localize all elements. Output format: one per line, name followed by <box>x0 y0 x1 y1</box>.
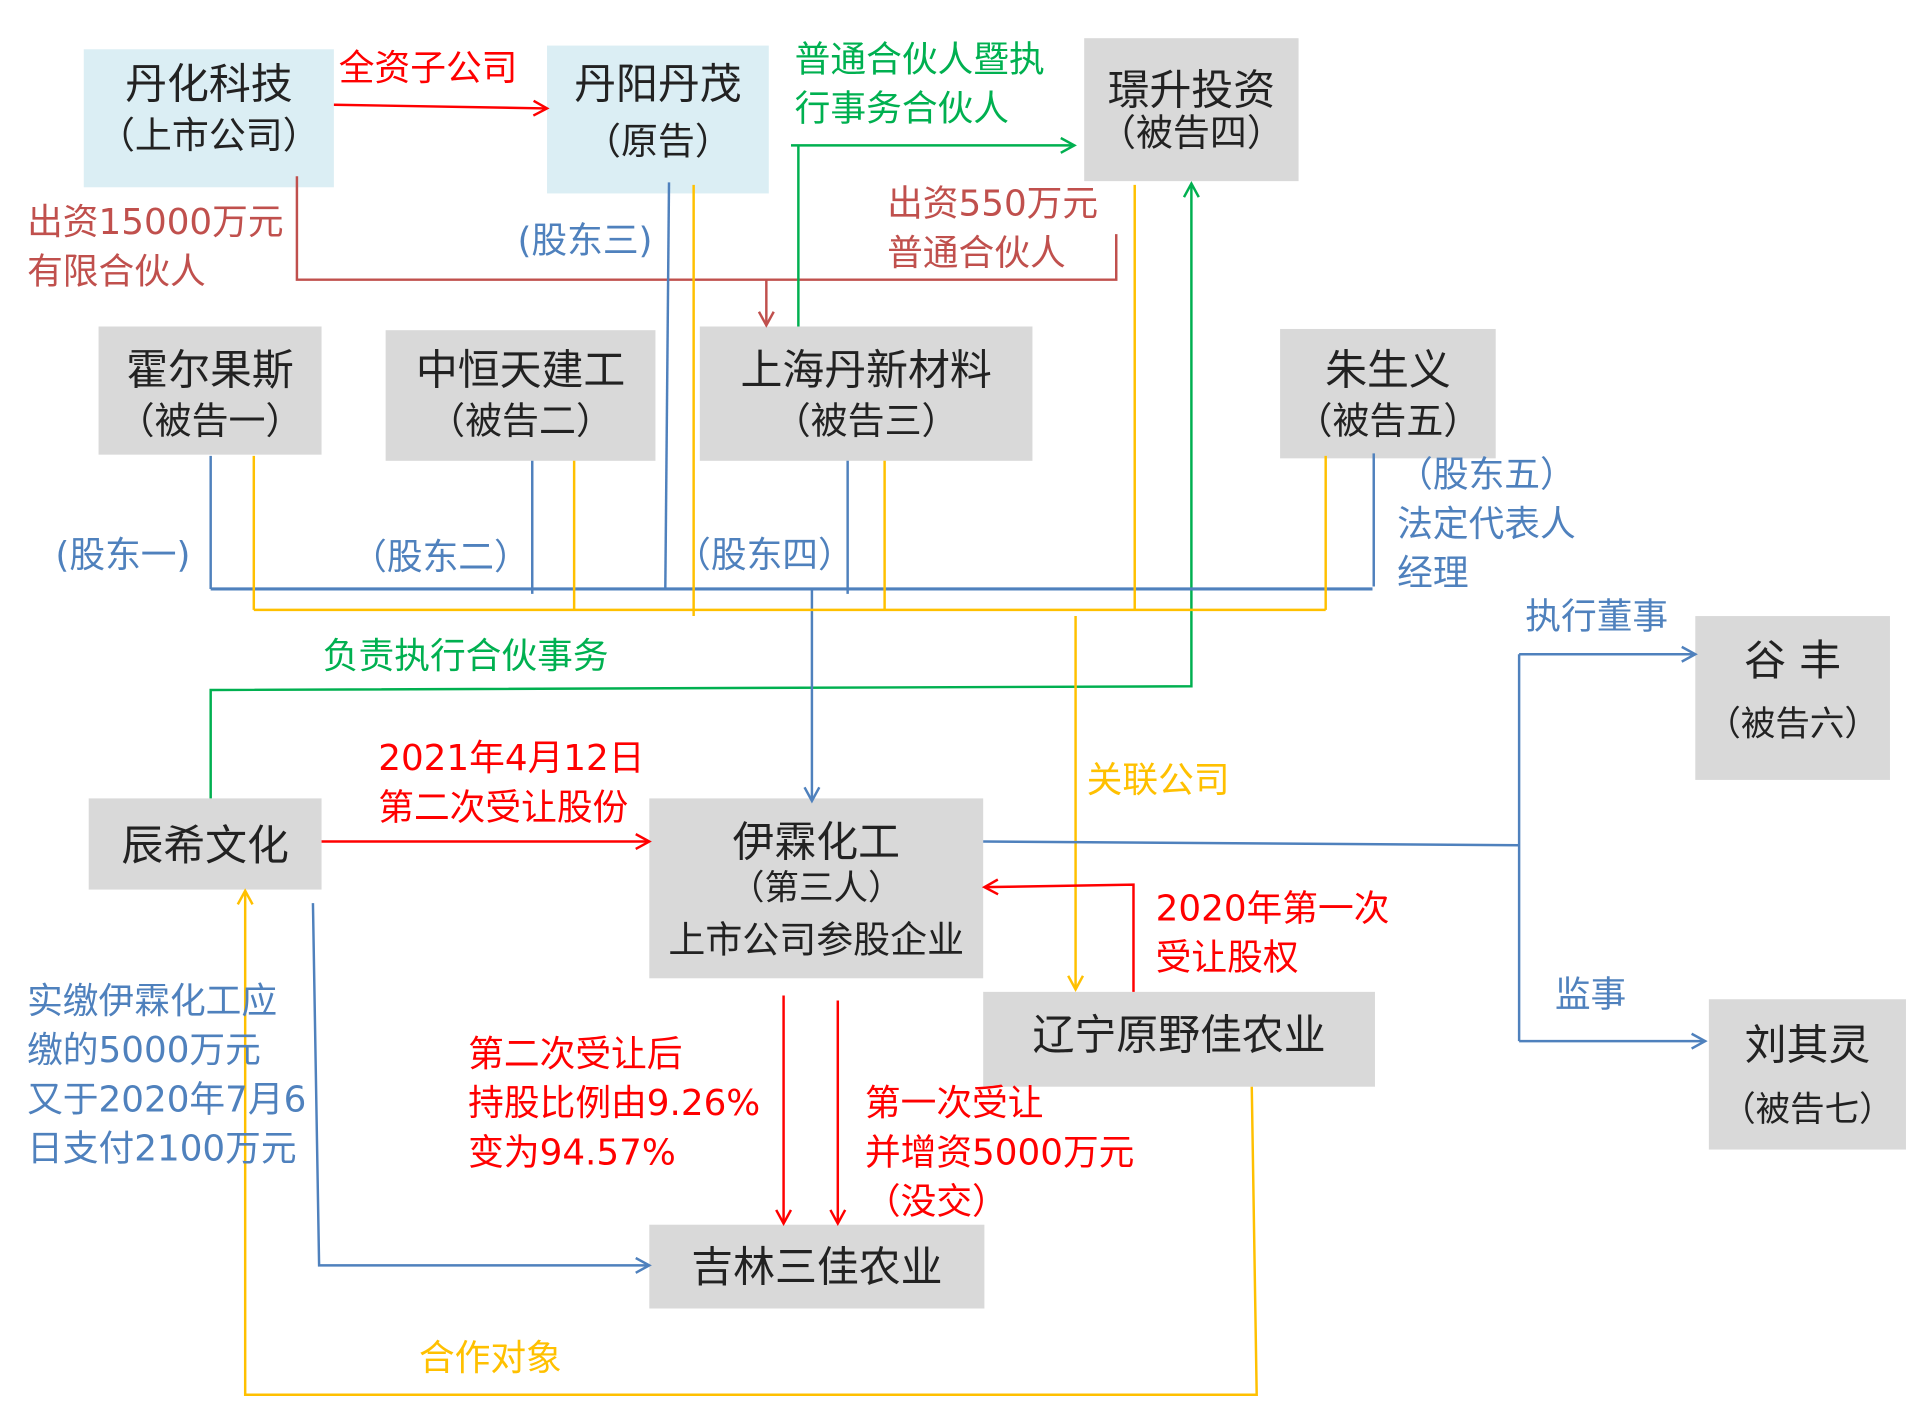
label-shareholder-5: （股东五） <box>1397 455 1576 496</box>
entity-box <box>649 1224 985 1309</box>
entity-label: 璟升投资 <box>1108 66 1275 115</box>
label-ratio-change: 持股比例由9.26% <box>468 1083 760 1124</box>
entity-box <box>649 798 984 979</box>
label-lp-15000: 有限合伙人 <box>27 251 206 292</box>
entity-box <box>98 326 322 455</box>
entity-label: 谷 丰 <box>1744 636 1841 685</box>
management-line <box>983 840 1520 847</box>
entity-danhua-keji: 丹化科技 （上市公司） <box>83 49 334 188</box>
label-ratio-change: 变为94.57% <box>468 1132 676 1173</box>
label-gp-executive: 普通合伙人暨执 <box>795 39 1045 80</box>
label-wholly-owned: 全资子公司 <box>339 48 518 89</box>
entity-label: （被告二） <box>428 400 613 443</box>
entity-label: 吉林三佳农业 <box>691 1242 942 1291</box>
entity-shanghai-danxin: 上海丹新材料 （被告三） <box>699 326 1033 461</box>
entity-label: 刘其灵 <box>1745 1021 1871 1070</box>
label-shareholder-5: 经理 <box>1397 553 1468 594</box>
entity-box <box>1084 38 1299 182</box>
entity-zhu-shengyi: 朱生义 （被告五） <box>1280 328 1496 459</box>
entity-box <box>83 49 334 188</box>
first-transfer-arrow <box>984 885 1135 992</box>
entity-jingsheng-touzi: 璟升投资（被告四） <box>1084 38 1299 182</box>
entity-liu-qiling: 刘其灵 （被告七） <box>1708 999 1906 1150</box>
label-paid-in: 又于2020年7月6 <box>27 1079 306 1120</box>
label-shareholder-3: (股东三) <box>517 221 652 262</box>
label-first-capital: （没交） <box>865 1182 1008 1223</box>
wholly-owned-arrow <box>333 105 547 109</box>
label-partnership-affairs: 负责执行合伙事务 <box>323 636 609 677</box>
entity-label: （原告） <box>584 120 732 163</box>
entity-huoerguosi: 霍尔果斯 （被告一） <box>98 326 322 455</box>
label-gp-550: 出资550万元 <box>887 184 1098 225</box>
entity-label: （第三人） <box>730 868 902 908</box>
entity-box <box>547 45 769 194</box>
entity-label: （被告一） <box>118 400 303 443</box>
entity-zhonghengtian-jiangong: 中恒天建工 （被告二） <box>385 330 656 461</box>
entity-yilin-huagong: 伊霖化工（第三人） 上市公司参股企业 <box>649 798 984 979</box>
label-first-transfer: 受让股权 <box>1156 938 1299 979</box>
entity-label: （被告六） <box>1706 705 1878 745</box>
label-ratio-change: 第二次受让后 <box>468 1034 682 1075</box>
label-second-transfer: 2021年4月12日 <box>378 738 644 779</box>
entity-box <box>1280 328 1496 459</box>
partnership-affairs-arrow <box>209 184 1192 799</box>
label-shareholder-4: （股东四） <box>675 535 854 576</box>
entity-label: 上海丹新材料 <box>741 345 992 394</box>
label-first-transfer: 2020年第一次 <box>1156 888 1390 929</box>
label-gp-550: 普通合伙人 <box>887 233 1066 274</box>
entity-label: 朱生义 <box>1325 345 1451 394</box>
entity-label: 上市公司参股企业 <box>668 918 964 961</box>
label-paid-in: 日支付2100万元 <box>27 1129 296 1170</box>
entity-label: （上市公司） <box>98 114 320 157</box>
label-second-transfer: 第二次受让股份 <box>378 787 628 828</box>
entity-box <box>983 991 1375 1087</box>
label-affiliate: 关联公司 <box>1087 760 1230 801</box>
label-paid-in: 缴的5000万元 <box>27 1030 261 1071</box>
entity-label: 中恒天建工 <box>416 345 625 394</box>
connectors <box>209 105 1705 1396</box>
label-first-capital: 并增资5000万元 <box>865 1132 1134 1173</box>
label-partner: 合作对象 <box>419 1338 562 1379</box>
label-shareholder-5: 法定代表人 <box>1397 504 1576 545</box>
entity-box <box>385 330 656 461</box>
entity-box <box>1695 616 1890 780</box>
entity-gu-feng: 谷 丰 （被告六） <box>1695 616 1890 780</box>
label-gp-executive: 行事务合伙人 <box>795 89 1009 130</box>
entity-danyang-danmao: 丹阳丹茂 （原告） <box>547 45 769 194</box>
entity-box <box>1708 999 1906 1150</box>
investment-line <box>295 176 1118 281</box>
entity-label: 伊霖化工 <box>732 817 899 866</box>
entity-box <box>699 326 1033 461</box>
label-shareholder-2: （股东二） <box>351 537 530 578</box>
entity-label: 辽宁原野佳农业 <box>1033 1011 1326 1060</box>
entity-label: （被告四） <box>1099 111 1284 154</box>
entity-label: （被告三） <box>774 400 959 443</box>
entity-boxes: 丹化科技 （上市公司） 丹阳丹茂 （原告） 璟升投资（被告四） 霍尔果斯 （被告一） 中恒天建… <box>83 38 1906 1309</box>
entity-label: （被告五） <box>1296 400 1481 443</box>
label-paid-in: 实缴伊霖化工应 <box>27 981 277 1022</box>
label-lp-15000: 出资15000万元 <box>27 202 284 243</box>
entity-label: 丹化科技 <box>125 60 292 109</box>
entity-label: 辰希文化 <box>121 821 288 870</box>
entity-chenxi-wenhua: 辰希文化 <box>88 798 322 890</box>
entity-label: 丹阳丹茂 <box>574 60 741 109</box>
label-first-capital: 第一次受让 <box>865 1083 1044 1124</box>
entity-label: 霍尔果斯 <box>126 345 293 394</box>
label-shareholder-1: (股东一) <box>55 535 190 576</box>
label-supervisor: 监事 <box>1555 975 1626 1016</box>
partner-arrow <box>245 891 1258 1396</box>
entity-liaoning-yuanyejia: 辽宁原野佳农业 <box>983 991 1375 1087</box>
entity-label: （被告七） <box>1721 1090 1893 1130</box>
label-executive-director: 执行董事 <box>1525 596 1668 637</box>
entity-jilin-sanjia: 吉林三佳农业 <box>649 1224 985 1309</box>
entity-box <box>88 798 322 890</box>
sh3-line <box>664 182 671 589</box>
paid-in-arrow <box>311 903 649 1265</box>
